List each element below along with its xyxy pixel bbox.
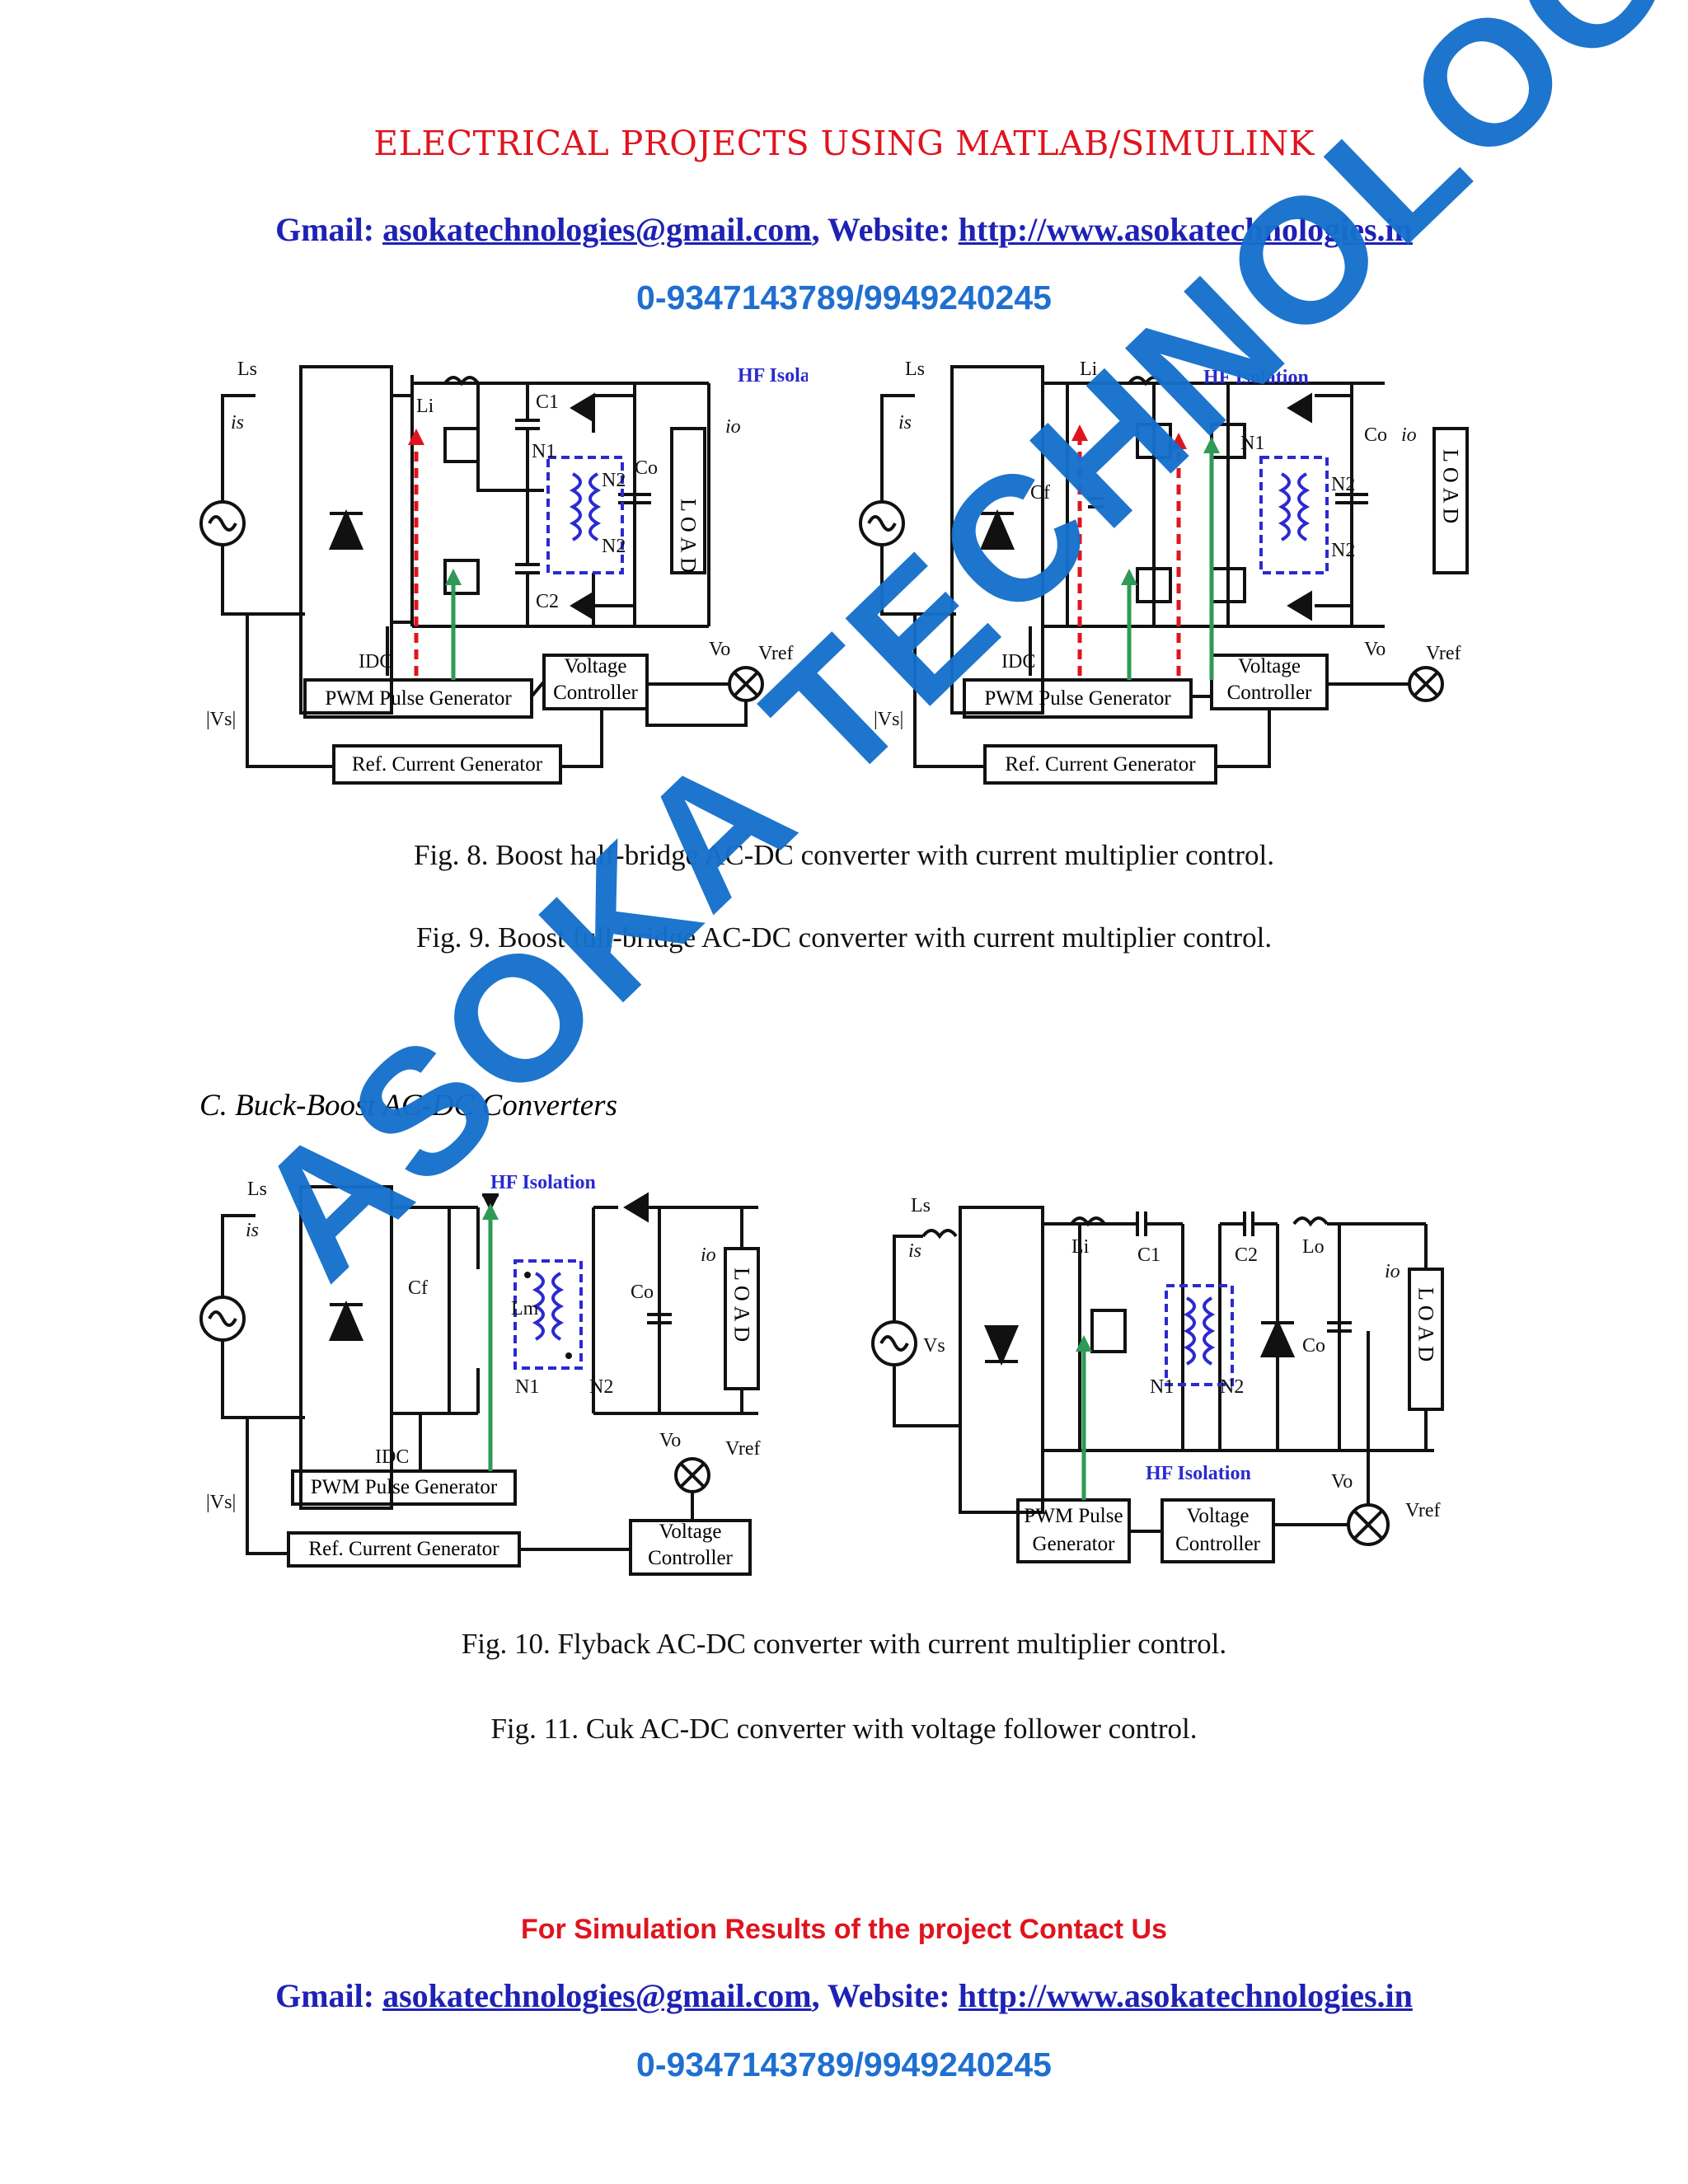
website-label: , Website: <box>811 211 950 248</box>
fig10-co: Co <box>631 1282 654 1303</box>
fig8-n2a: N2 <box>602 470 626 491</box>
fig8-co: Co <box>635 457 658 479</box>
fig11-c1: C1 <box>1137 1244 1160 1266</box>
fig8-ls: Ls <box>237 359 257 380</box>
website-link[interactable]: http://www.asokatechnologies.in <box>958 211 1413 248</box>
fig10-n1: N1 <box>515 1376 539 1398</box>
fig8-io: io <box>725 416 741 438</box>
fig9-li: Li <box>1080 359 1098 380</box>
fig9-diagram: Ls is Li Cf N1 N2 N2 Co io HF Isolation … <box>859 359 1469 785</box>
fig9-vs: |Vs| <box>874 709 903 730</box>
pwm-block <box>303 678 533 719</box>
fig10-vref: Vref <box>725 1438 761 1460</box>
fig10-voltage-label: Voltage Controller <box>648 1521 733 1569</box>
fig11-hf: HF Isolation <box>1146 1463 1251 1484</box>
fig10-lm: Lm <box>511 1298 539 1319</box>
fig8-c1: C1 <box>536 391 559 413</box>
fig9-cf: Cf <box>1030 482 1050 504</box>
section-heading: C. Buck-Boost AC-DC Converters <box>199 1089 617 1122</box>
fig8-ref-label: Ref. Current Generator <box>351 753 543 776</box>
fig11-vo: Vo <box>1331 1471 1353 1493</box>
footer-website-link[interactable]: http://www.asokatechnologies.in <box>958 1977 1413 2014</box>
fig10-io: io <box>701 1244 716 1266</box>
fig11-n2: N2 <box>1220 1376 1244 1398</box>
fig11-lo: Lo <box>1302 1236 1325 1258</box>
fig10-load: LOAD <box>730 1268 754 1347</box>
fig11-pwm-label: PWM Pulse Generator <box>1024 1505 1123 1555</box>
header-contact-line: Gmail: asokatechnologies@gmail.com, Webs… <box>0 210 1688 249</box>
fig9-io: io <box>1401 424 1417 446</box>
fig10-caption: Fig. 10. Flyback AC-DC converter with cu… <box>461 1628 1227 1660</box>
header-title: ELECTRICAL PROJECTS USING MATLAB/SIMULIN… <box>373 124 1315 163</box>
fig11-caption: Fig. 11. Cuk AC-DC converter with voltag… <box>490 1713 1198 1745</box>
fig8-vref: Vref <box>758 643 794 664</box>
fig8-is: is <box>231 412 244 434</box>
fig9-ref-label: Ref. Current Generator <box>1005 753 1196 776</box>
fig8-diagram: Ls is Li C1 C2 N1 N2 N2 Co io HF Isolati… <box>199 359 808 785</box>
fig8-c2: C2 <box>536 591 559 612</box>
fig10-is: is <box>246 1220 259 1241</box>
fig9-hf: HF Isolation <box>1203 367 1309 388</box>
fig11-co: Co <box>1302 1335 1325 1357</box>
fig11-voltage-label: Voltage Controller <box>1175 1505 1260 1555</box>
fig9-is: is <box>898 412 912 434</box>
fig9-idc: IDC <box>1001 651 1035 673</box>
fig9-n2b: N2 <box>1331 540 1355 561</box>
fig10-vs: |Vs| <box>206 1492 236 1513</box>
fig10-ref-label: Ref. Current Generator <box>308 1538 499 1560</box>
fig8-idc: IDC <box>359 651 392 673</box>
fig9-voltage-label: Voltage Controller <box>1226 655 1312 704</box>
fig8-vs: |Vs| <box>206 709 236 730</box>
fig11-is: is <box>908 1240 921 1262</box>
fig8-n1: N1 <box>532 441 556 462</box>
footer-contact-line: Gmail: asokatechnologies@gmail.com, Webs… <box>0 1976 1688 2015</box>
fig11-ls: Ls <box>911 1195 931 1216</box>
fig11-diagram: Ls is Vs Li C1 C2 Lo io Co N1 N2 HF Isol… <box>871 1195 1444 1563</box>
fig8-vo: Vo <box>709 639 730 660</box>
footer-cta: For Simulation Results of the project Co… <box>521 1914 1167 1945</box>
fig9-caption: Fig. 9. Boost full-bridge AC-DC converte… <box>415 921 1273 954</box>
fig10-cf: Cf <box>408 1277 428 1299</box>
fig11-li: Li <box>1071 1236 1090 1258</box>
fig10-vo: Vo <box>659 1430 681 1451</box>
gmail-label: Gmail: <box>275 211 375 248</box>
fig8-load: LOAD <box>677 499 701 578</box>
fig9-co: Co <box>1364 424 1387 446</box>
fig9-ls: Ls <box>905 359 925 380</box>
fig8-li: Li <box>416 396 434 417</box>
fig10-ls: Ls <box>247 1179 267 1200</box>
footer-phone: 0-9347143789/9949240245 <box>636 2046 1052 2083</box>
fig10-n2: N2 <box>589 1376 613 1398</box>
fig11-vref: Vref <box>1405 1500 1441 1521</box>
fig9-n2a: N2 <box>1331 474 1355 495</box>
fig9-load: LOAD <box>1439 449 1463 528</box>
fig10-diagram: Ls is Cf Lm N1 N2 Co io HF Isolation IDC… <box>199 1172 761 1576</box>
fig9-vo: Vo <box>1364 639 1386 660</box>
ref-block <box>332 744 562 785</box>
fig9-vref: Vref <box>1426 643 1461 664</box>
fig8-voltage-label: Voltage Controller <box>553 655 638 704</box>
header-phone: 0-9347143789/9949240245 <box>636 279 1052 316</box>
footer-gmail-label: Gmail: <box>275 1977 375 2014</box>
fig9-pwm-label: PWM Pulse Generator <box>984 687 1171 710</box>
fig9-n1: N1 <box>1240 433 1264 454</box>
fig11-io: io <box>1385 1261 1400 1282</box>
fig8-n2b: N2 <box>602 536 626 557</box>
fig11-vs: Vs <box>923 1335 945 1357</box>
fig10-idc: IDC <box>375 1446 409 1468</box>
fig11-load: LOAD <box>1414 1287 1438 1366</box>
gmail-link[interactable]: asokatechnologies@gmail.com <box>382 211 812 248</box>
fig8-caption: Fig. 8. Boost half-bridge AC-DC converte… <box>414 839 1274 871</box>
footer-website-label: , Website: <box>811 1977 950 2014</box>
fig11-c2: C2 <box>1235 1244 1258 1266</box>
fig11-n1: N1 <box>1150 1376 1174 1398</box>
fig10-hf: HF Isolation <box>490 1172 596 1193</box>
footer-gmail-link[interactable]: asokatechnologies@gmail.com <box>382 1977 812 2014</box>
fig10-pwm-label: PWM Pulse Generator <box>310 1476 498 1498</box>
fig8-pwm-label: PWM Pulse Generator <box>325 687 512 710</box>
fig8-hf: HF Isolation <box>738 365 808 387</box>
